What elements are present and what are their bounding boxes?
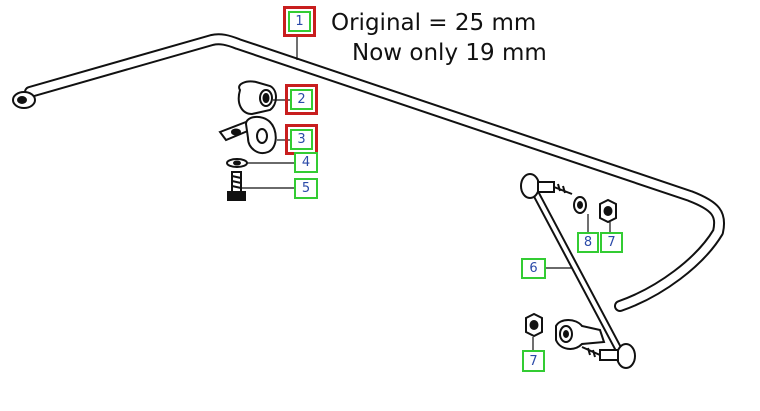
callout-1-label: 1 <box>288 11 311 32</box>
nut-upper <box>599 198 617 224</box>
callout-3-label: 3 <box>290 129 313 150</box>
bar-eye-end <box>12 91 36 109</box>
nut-lower <box>525 312 543 338</box>
callout-6: 6 <box>521 258 546 279</box>
callout-1: 1 <box>283 6 316 37</box>
callout-7-upper: 7 <box>600 232 623 253</box>
anti-roll-bar <box>24 33 726 312</box>
drop-link-lower-joint <box>581 343 636 369</box>
callout-2: 2 <box>285 84 318 115</box>
bushing-clamp <box>218 116 277 154</box>
drop-link-upper-joint <box>520 173 573 199</box>
callout-8-label: 8 <box>577 232 599 253</box>
callout-3: 3 <box>285 124 318 155</box>
callout-4-label: 4 <box>294 152 318 173</box>
callout-4: 4 <box>294 152 318 173</box>
bolt-part-5 <box>227 171 246 201</box>
callout-7-upper-label: 7 <box>600 232 623 253</box>
current-diameter-caption: Now only 19 mm <box>352 40 547 66</box>
callout-8: 8 <box>577 232 599 253</box>
callout-7-lower-label: 7 <box>522 350 545 372</box>
bushing <box>237 80 277 116</box>
callout-5-label: 5 <box>294 178 318 199</box>
lower-bracket <box>555 319 606 350</box>
callout-2-label: 2 <box>290 89 313 110</box>
washer-part-8 <box>573 196 587 214</box>
drop-link <box>531 188 624 356</box>
leader-lines <box>241 37 611 350</box>
washer-part-4 <box>226 158 248 168</box>
callout-6-label: 6 <box>521 258 546 279</box>
original-diameter-caption: Original = 25 mm <box>331 10 537 36</box>
callout-7-lower: 7 <box>522 350 545 372</box>
callout-5: 5 <box>294 178 318 199</box>
